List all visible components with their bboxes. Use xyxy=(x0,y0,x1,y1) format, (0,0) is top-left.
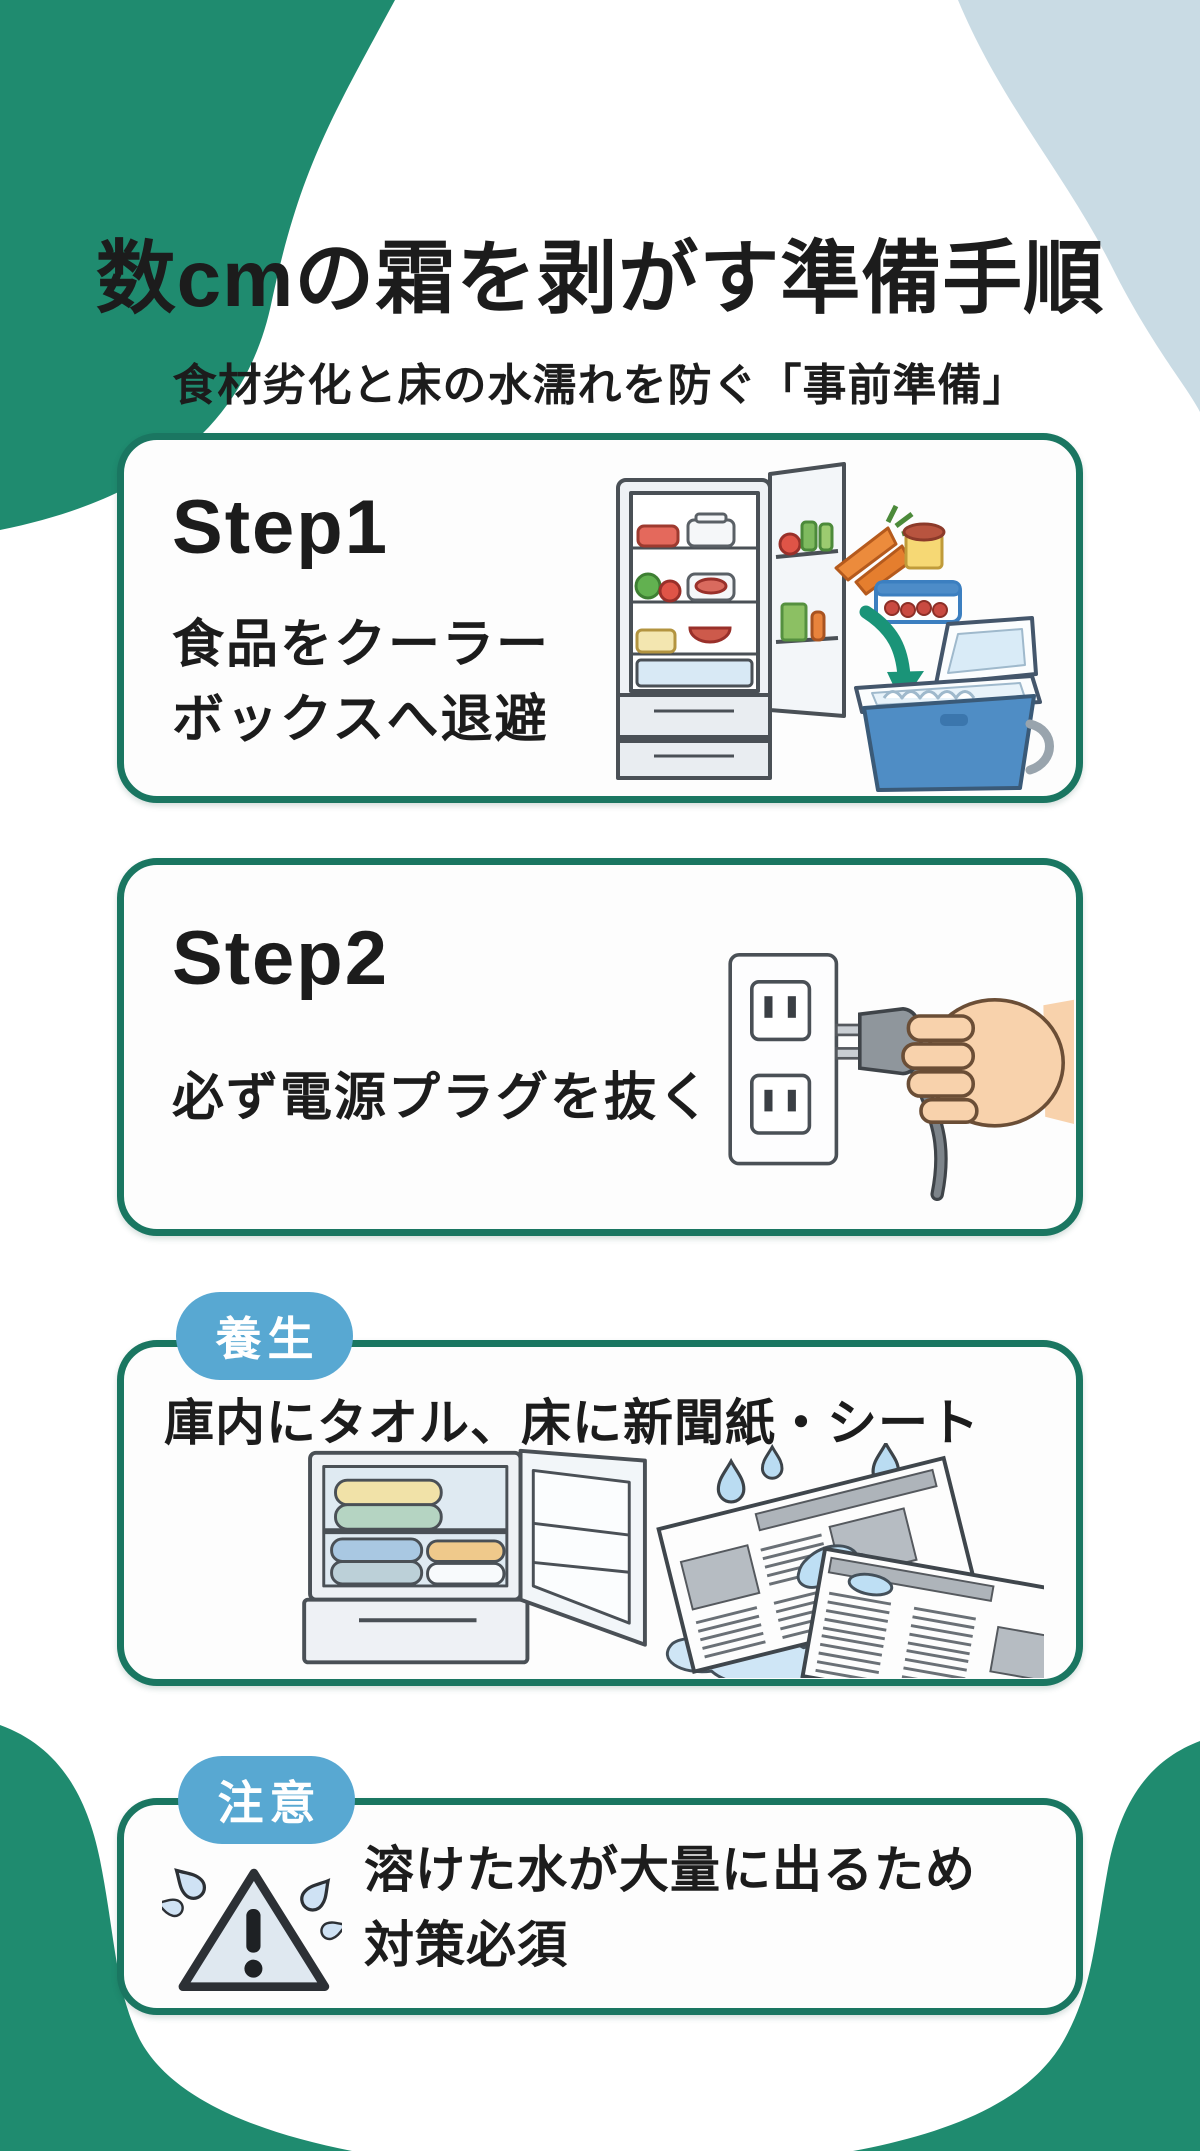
step1-label: Step1 xyxy=(172,485,389,570)
step2-card: Step2 必ず電源プラグを抜く xyxy=(117,858,1083,1236)
wet-newspapers-icon xyxy=(656,1443,1044,1678)
step2-text-line1: 必ず電源プラグを抜く xyxy=(172,1069,713,1127)
chui-text: 溶けた水が大量に出るため 対策必須 xyxy=(364,1833,976,1983)
step1-text: 食品をクーラー ボックスへ退避 xyxy=(172,608,550,759)
unplug-illustration xyxy=(728,953,1074,1201)
chui-card: 溶けた水が大量に出るため 対策必須 xyxy=(117,1798,1083,2015)
cup-icon xyxy=(902,522,946,570)
step1-text-line2: ボックスへ退避 xyxy=(172,691,549,750)
fridge-to-cooler-illustration xyxy=(616,462,1054,792)
step1-card: Step1 食品をクーラー ボックスへ退避 xyxy=(117,433,1083,803)
chui-badge: 注意 xyxy=(178,1756,355,1844)
berry-container-icon xyxy=(874,580,962,624)
towels-newspaper-illustration xyxy=(302,1443,1044,1678)
power-plug-icon xyxy=(835,1006,923,1076)
chui-text-line1: 溶けた水が大量に出るため xyxy=(364,1842,976,1898)
top-left-green-blob xyxy=(0,0,395,530)
page-title: 数cmの霜を剥がす準備手順 xyxy=(95,233,1105,323)
top-right-blue-blob xyxy=(958,0,1200,412)
step1-text-line1: 食品をクーラー xyxy=(172,616,551,674)
bottom-left-green-blob xyxy=(0,1725,352,2151)
cooler-box-icon xyxy=(854,616,1054,792)
chui-text-line2: 対策必須 xyxy=(364,1917,568,1973)
outlet-icon xyxy=(728,953,839,1166)
hand-icon xyxy=(901,998,1074,1128)
warning-water-icon xyxy=(162,1861,342,1991)
bottom-right-green-blob xyxy=(853,1741,1200,2151)
fridge-food-icons xyxy=(634,512,736,654)
yojo-card: 庫内にタオル、床に新聞紙・シート xyxy=(117,1340,1083,1686)
yojo-badge: 養生 xyxy=(176,1292,353,1380)
fridge-door-icon xyxy=(768,462,846,718)
freezer-towels-icon xyxy=(302,1448,647,1665)
yojo-text: 庫内にタオル、床に新聞紙・シート xyxy=(164,1395,980,1451)
step2-label: Step2 xyxy=(172,916,389,1001)
page-subtitle: 食材劣化と床の水濡れを防ぐ「事前準備」 xyxy=(172,361,1028,410)
step2-text: 必ず電源プラグを抜く xyxy=(172,1061,712,1136)
